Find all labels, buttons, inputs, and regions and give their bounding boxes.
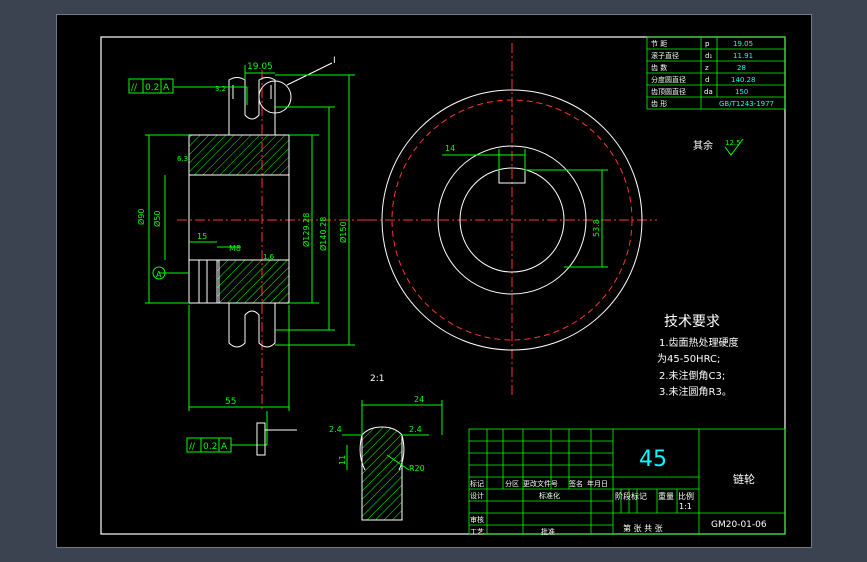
svg-text:签名: 签名 [569,479,583,488]
front-view [367,43,657,395]
dim-15: 15 [197,232,207,241]
svg-text:28: 28 [737,64,746,72]
svg-text:设计: 设计 [470,491,484,500]
svg-text:审核: 审核 [470,515,484,524]
svg-text:其余: 其余 [693,139,713,152]
dim-r20: R20 [409,464,425,473]
svg-text:1.齿面热处理硬度: 1.齿面热处理硬度 [659,336,739,349]
outer-border [100,36,786,535]
svg-text:工艺: 工艺 [470,528,484,536]
dim-53-8: 53.8 [592,219,601,237]
section-view [145,62,377,456]
dim-dia-129: Ø129.28 [301,213,311,247]
params-table [646,36,786,110]
svg-text://: // [131,83,138,93]
detail-i-label: I [333,56,336,66]
rough-a: 3.2 [215,85,226,93]
svg-text:d: d [705,76,709,84]
title-block [468,428,786,535]
svg-text:为45-50HRC;: 为45-50HRC; [657,353,720,365]
dim-dia-150: Ø150 [338,221,348,243]
scale-value: 1:1 [679,502,692,511]
tolerance-frame-bottom: // 0.2 A [186,437,232,453]
dim-dia-90: Ø90 [136,209,146,225]
dim-2-4-right: 2.4 [409,425,422,434]
svg-text:分区: 分区 [505,479,519,488]
datum-label-2: A [221,442,228,452]
svg-text:GB/T1243-1977: GB/T1243-1977 [719,100,774,108]
svg-text://: // [189,442,196,452]
dim-24: 24 [414,395,424,404]
dim-m8: M8 [229,244,241,253]
rough-c: 1.6 [263,253,275,261]
svg-text:z: z [705,64,709,72]
dim-2-4-left: 2.4 [329,425,342,434]
params-rows: 节 距 p 19.05 滚子直径 d₁ 11.91 齿 数 z 28 分度圆直径… [651,40,774,108]
cad-viewport[interactable]: // 0.2 A // 0.2 A A 19.05 I 15 M8 55 Ø90… [56,14,812,548]
svg-text:技术要求: 技术要求 [664,314,720,330]
dim-55: 55 [225,397,236,407]
datum-label-1: A [163,83,170,93]
upper-hatch [188,134,290,176]
svg-text:齿 形: 齿 形 [651,100,667,108]
part-name: 链轮 [733,472,755,486]
svg-text:d₁: d₁ [705,52,712,60]
tol-value-1: 0.2 [145,83,159,93]
svg-text:19.05: 19.05 [733,40,753,48]
datum-symbol: A [152,266,166,280]
svg-text:齿 数: 齿 数 [651,63,667,72]
svg-text:da: da [704,88,713,96]
tol-value-2: 0.2 [203,442,217,452]
tolerance-frame-top: // 0.2 A [128,78,174,94]
svg-text:重量: 重量 [658,491,674,501]
svg-text:分度圆直径: 分度圆直径 [651,75,686,84]
svg-text:标准化: 标准化 [539,491,560,500]
dim-19-05: 19.05 [247,62,273,72]
detail-scale: 2:1 [370,374,384,384]
svg-text:150: 150 [735,88,748,96]
svg-text:阶段标记: 阶段标记 [615,491,647,501]
svg-text:滚子直径: 滚子直径 [651,51,679,60]
svg-text:批准: 批准 [541,527,555,536]
surface-note: 其余 12.5 [693,138,744,156]
dim-11: 11 [338,455,347,465]
svg-text:比例: 比例 [678,491,694,501]
svg-text:标记: 标记 [470,479,484,488]
drawing-number: GM20-01-06 [711,520,767,530]
dim-key-14: 14 [445,144,455,153]
svg-text:p: p [705,40,710,48]
svg-text:2.未注倒角C3;: 2.未注倒角C3; [659,369,725,382]
svg-text:更改文件号: 更改文件号 [523,479,558,488]
dim-dia-140: Ø140.28 [318,217,328,251]
title-block-text: 45 链轮 GM20-01-06 1:1 标记 分区 更改文件号 签名 年月日 … [470,447,767,536]
lower-hatch [216,259,290,304]
svg-text:节 距: 节 距 [651,40,667,48]
svg-text:140.28: 140.28 [731,76,756,84]
rough-b: 6.3 [177,155,188,163]
tech-requirements: 技术要求 1.齿面热处理硬度 为45-50HRC; 2.未注倒角C3; 3.未注… [657,314,739,398]
dim-dia-50: Ø50 [152,211,162,227]
svg-text:第 张 共 张: 第 张 共 张 [623,523,663,533]
svg-text:12.5: 12.5 [725,139,741,147]
svg-text:齿顶圆直径: 齿顶圆直径 [651,87,686,96]
svg-text:A: A [156,270,162,279]
svg-text:3.未注圆角R3。: 3.未注圆角R3。 [659,385,732,398]
tooth-detail [342,400,443,521]
svg-text:11.91: 11.91 [733,52,753,60]
svg-text:年月日: 年月日 [587,479,608,488]
material: 45 [639,447,667,472]
gear-drawing: // 0.2 A // 0.2 A A 19.05 I 15 M8 55 Ø90… [100,36,786,536]
